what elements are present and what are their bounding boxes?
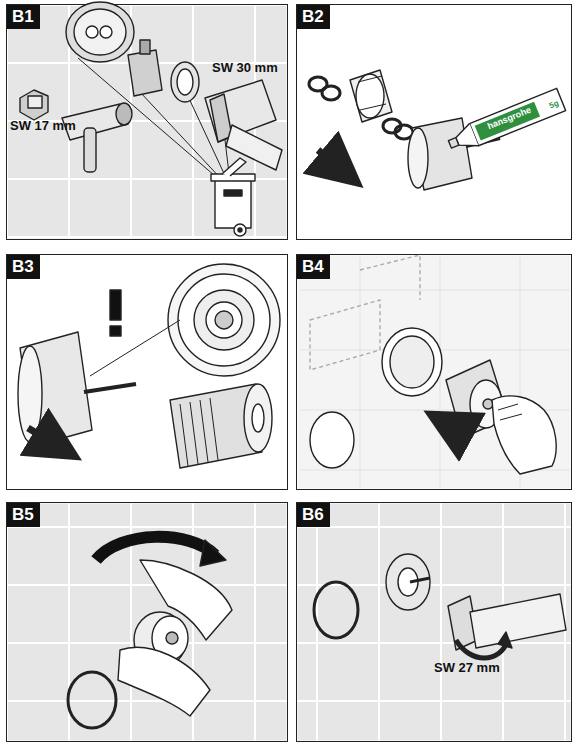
step-number: B3 [7,255,40,279]
step-number: B2 [297,5,330,29]
step-number: B4 [297,255,330,279]
step-number: B1 [7,5,40,29]
wrench-size: SW 30 mm [212,60,278,75]
step-number: B6 [297,503,330,527]
wrench-size: SW 17 mm [10,118,76,133]
step-number: B5 [7,503,40,527]
wrench-size: SW 27 mm [434,660,500,675]
